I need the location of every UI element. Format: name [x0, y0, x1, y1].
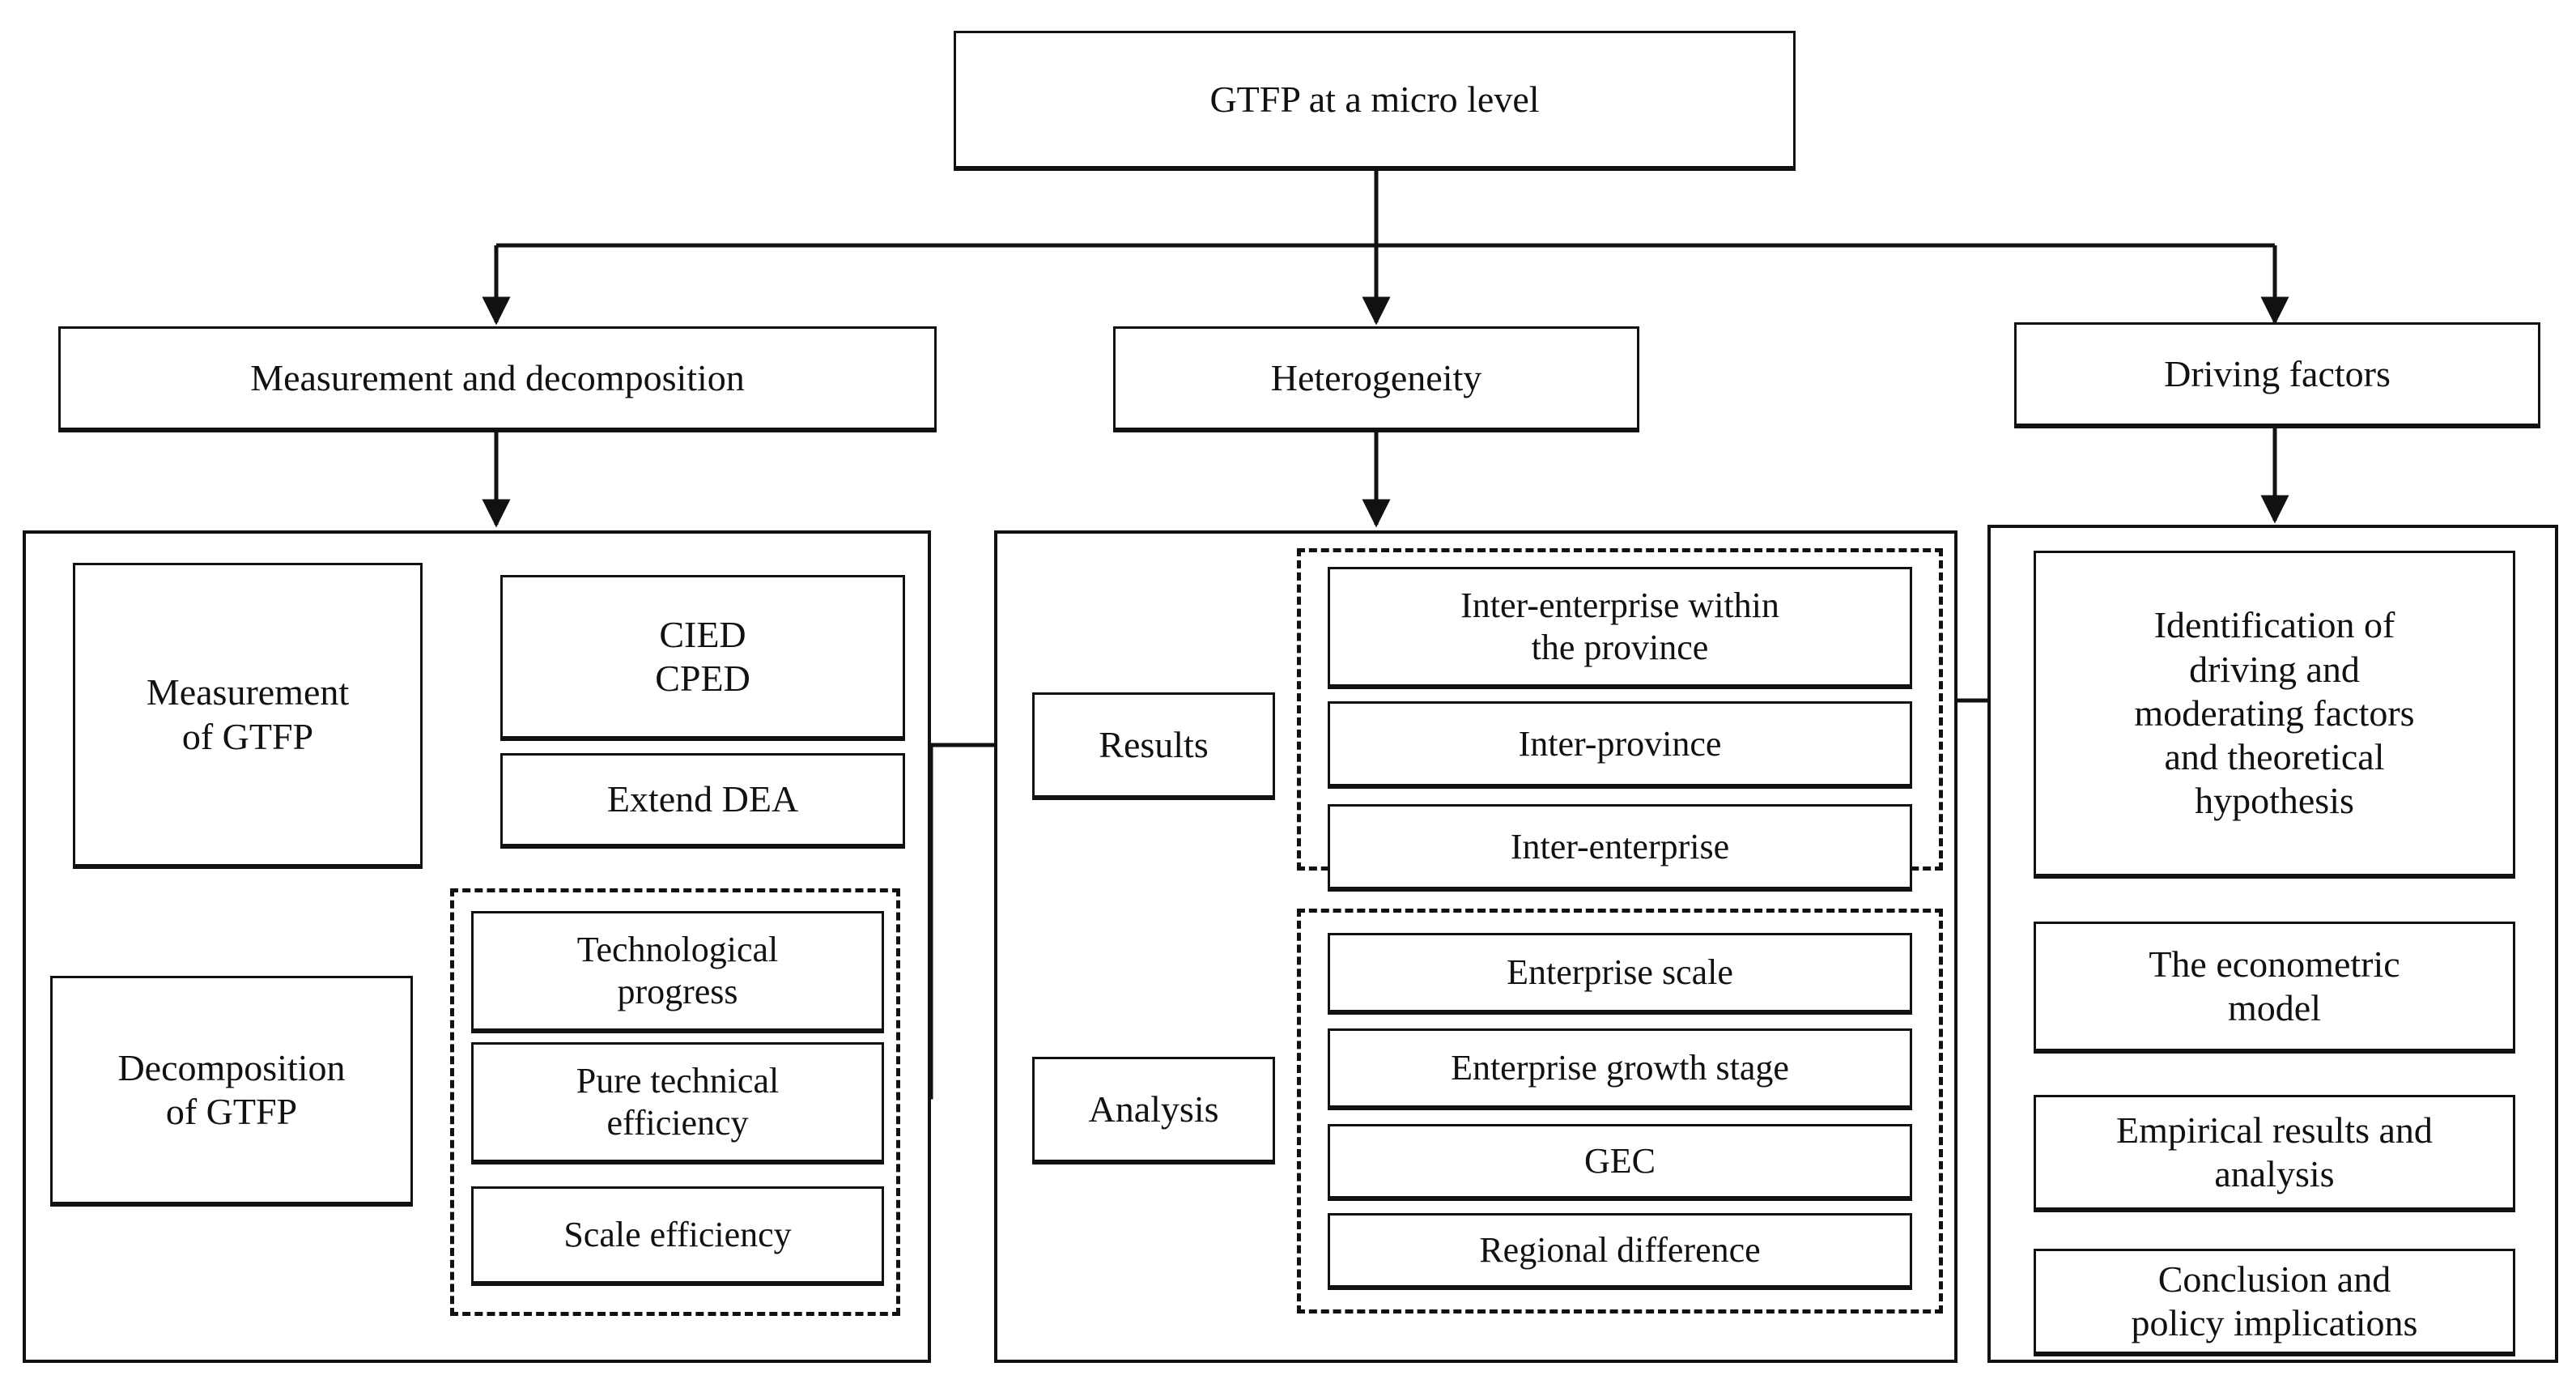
branch-node-measurement-and-decomposition[interactable]: Measurement and decomposition — [58, 326, 937, 430]
node-technological-progress[interactable]: Technological progress — [471, 911, 884, 1031]
dashed-group-analysis — [1297, 909, 1943, 1313]
node-enterprise-growth-stage[interactable]: Enterprise growth stage — [1328, 1028, 1912, 1108]
node-results[interactable]: Results — [1032, 692, 1275, 798]
node-extend-dea[interactable]: Extend DEA — [500, 753, 905, 846]
node-cied-cped[interactable]: CIED CPED — [500, 575, 905, 739]
node-inter-enterprise-within-the-province[interactable]: Inter-enterprise within the province — [1328, 567, 1912, 687]
branch-node-driving-factors[interactable]: Driving factors — [2014, 322, 2540, 426]
node-regional-difference[interactable]: Regional difference — [1328, 1213, 1912, 1288]
node-inter-province[interactable]: Inter-province — [1328, 701, 1912, 786]
node-inter-enterprise[interactable]: Inter-enterprise — [1328, 804, 1912, 889]
node-scale-efficiency[interactable]: Scale efficiency — [471, 1186, 884, 1284]
node-conclusion-and-policy-implications[interactable]: Conclusion and policy implications — [2034, 1249, 2515, 1354]
dashed-group-decomposition-components — [450, 888, 900, 1316]
node-decomposition-of-gtfp[interactable]: Decomposition of GTFP — [50, 976, 413, 1204]
node-the-econometric-model[interactable]: The econometric model — [2034, 922, 2515, 1051]
node-analysis[interactable]: Analysis — [1032, 1057, 1275, 1162]
node-pure-technical-efficiency[interactable]: Pure technical efficiency — [471, 1042, 884, 1162]
node-identification-of-driving-and-moderating-factors[interactable]: Identification of driving and moderating… — [2034, 551, 2515, 876]
node-enterprise-scale[interactable]: Enterprise scale — [1328, 933, 1912, 1012]
branch-node-heterogeneity[interactable]: Heterogeneity — [1113, 326, 1639, 430]
root-node-gtfp-micro-level[interactable]: GTFP at a micro level — [954, 31, 1796, 168]
node-empirical-results-and-analysis[interactable]: Empirical results and analysis — [2034, 1095, 2515, 1210]
node-measurement-of-gtfp[interactable]: Measurement of GTFP — [73, 563, 423, 866]
node-gec[interactable]: GEC — [1328, 1124, 1912, 1199]
